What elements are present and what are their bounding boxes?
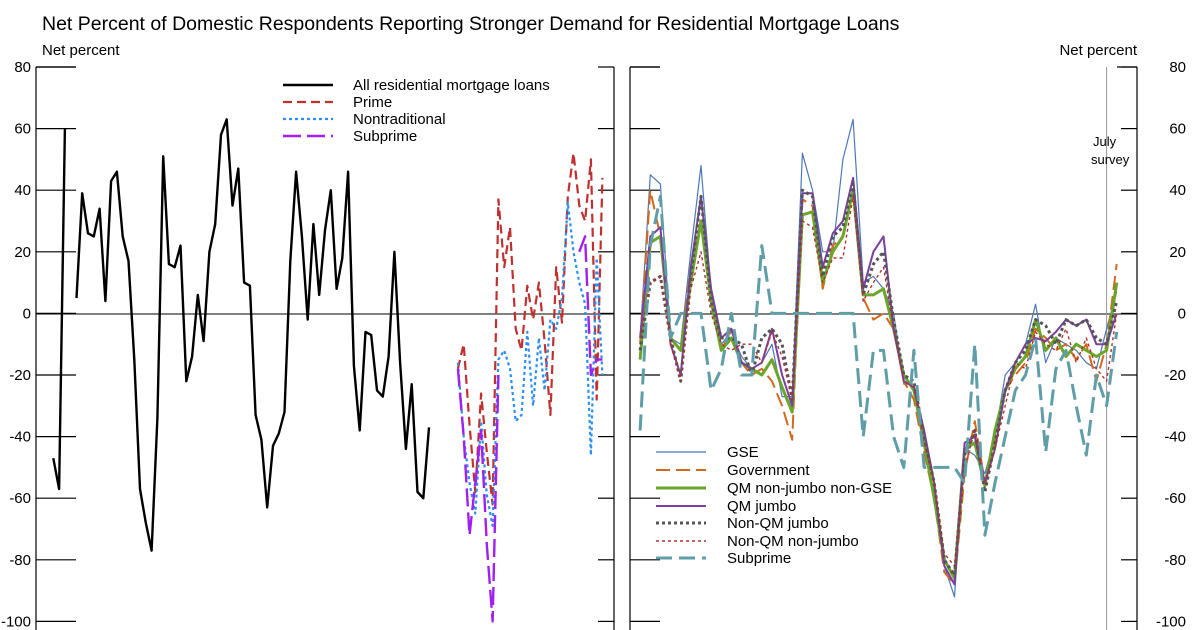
right-panel: July survey 80 60 40 20 0 -20 -40 -60 -80 -100 — [629, 59, 1186, 630]
left-series-nontraditional — [456, 201, 604, 527]
legend-label-prime: Prime — [353, 94, 392, 111]
legend-label-government: Government — [727, 462, 810, 479]
left-series-all-residential-mortgage-loans — [52, 118, 431, 552]
right-series-subprime — [638, 194, 1119, 537]
left-panel: 80 60 40 20 0 -20 -40 -60 -80 -100 — [1, 59, 615, 630]
legend-label-subprime-right: Subprime — [727, 550, 791, 567]
left-ticks: 80 60 40 20 0 -20 -40 -60 -80 -100 — [1, 59, 614, 630]
chart-title: Net Percent of Domestic Respondents Repo… — [42, 13, 900, 35]
right-tick-label: 40 — [1169, 182, 1186, 199]
left-series-subprime — [456, 235, 603, 623]
legend-label-subprime: Subprime — [353, 128, 417, 145]
right-tick-label: -80 — [1164, 552, 1186, 569]
right-series-qm-non-jumbo-non-gse — [638, 188, 1119, 580]
left-tick-label: -40 — [9, 429, 31, 446]
right-tick-label: 80 — [1169, 59, 1186, 76]
right-series-gse — [639, 118, 1118, 598]
right-series-non-qm-jumbo — [638, 182, 1119, 577]
left-tick-label: -60 — [9, 490, 31, 507]
left-tick-label: 40 — [14, 182, 31, 199]
right-series — [638, 118, 1119, 598]
right-tick-label: -40 — [1164, 429, 1186, 446]
july-survey-label-2: survey — [1091, 152, 1130, 167]
july-survey-label-1: July — [1093, 134, 1117, 149]
left-series-prime — [456, 152, 604, 506]
left-legend: All residential mortgage loans Prime Non… — [283, 77, 550, 145]
right-tick-label: 20 — [1169, 244, 1186, 261]
left-tick-label: -80 — [9, 552, 31, 569]
right-ticks: 80 60 40 20 0 -20 -40 -60 -80 -100 — [630, 59, 1186, 630]
right-axis-unit: Net percent — [1059, 42, 1137, 59]
left-axis-unit: Net percent — [42, 42, 120, 59]
right-tick-label: -100 — [1156, 613, 1186, 630]
legend-label-gse: GSE — [727, 444, 759, 461]
right-series-qm-jumbo — [639, 176, 1118, 586]
legend-label-nonqm-jumbo: Non-QM jumbo — [727, 515, 829, 532]
legend-label-nontraditional: Nontraditional — [353, 111, 446, 128]
legend-label-all: All residential mortgage loans — [353, 77, 550, 94]
left-tick-label: 60 — [14, 121, 31, 138]
left-tick-label: -100 — [1, 613, 31, 630]
right-series-non-qm-non-jumbo — [639, 195, 1118, 567]
right-tick-label: 60 — [1169, 121, 1186, 138]
right-tick-label: 0 — [1178, 305, 1186, 322]
right-tick-label: -20 — [1164, 367, 1186, 384]
left-tick-label: 80 — [14, 59, 31, 76]
legend-label-nonqm-nonjumbo: Non-QM non-jumbo — [727, 533, 859, 550]
left-series — [52, 118, 604, 623]
legend-label-qm-nonjumbo: QM non-jumbo non-GSE — [727, 480, 892, 497]
right-series-government — [639, 189, 1118, 586]
right-tick-label: -60 — [1164, 490, 1186, 507]
left-tick-label: 20 — [14, 244, 31, 261]
left-tick-label: 0 — [23, 305, 31, 322]
legend-label-qm-jumbo: QM jumbo — [727, 498, 796, 515]
right-legend: GSE Government QM non-jumbo non-GSE QM j… — [656, 444, 892, 567]
left-tick-label: -20 — [9, 367, 31, 384]
